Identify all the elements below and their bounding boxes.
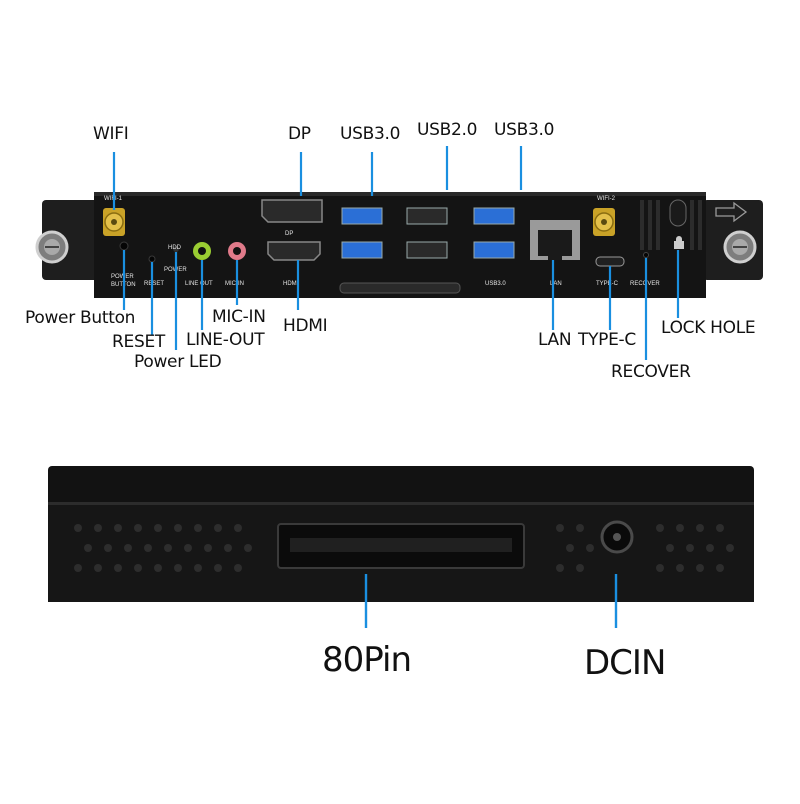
hdmi-port	[267, 241, 321, 261]
silk-line-out: LINE OUT	[185, 281, 213, 287]
callout-power-led: Power LED	[134, 352, 222, 372]
silk-reset: RESET	[144, 281, 164, 287]
reset-hole-icon	[148, 255, 156, 263]
callout-hdmi: HDMI	[283, 316, 328, 336]
silk-usb30: USB3.0	[485, 281, 506, 287]
callout-power-button: Power Button	[25, 308, 136, 328]
top-io-panel: WIFI-1 WIFI-2 HDD POWER POWER BUTTON RES…	[35, 146, 763, 360]
callout-mic-in: MIC-IN	[212, 307, 266, 327]
callout-usb30-left: USB3.0	[340, 124, 401, 144]
right-vent-grid	[556, 524, 734, 572]
callout-lan: LAN	[538, 330, 572, 350]
dp-port	[261, 199, 323, 223]
callout-wifi: WIFI	[93, 124, 129, 144]
usb3-left-top	[341, 207, 383, 225]
wifi-1-connector	[103, 208, 125, 236]
callout-type-c: TYPE-C	[578, 330, 636, 350]
usb3-left-bottom	[341, 241, 383, 259]
usb2-top	[406, 207, 448, 225]
callout-lock-hole: LOCK HOLE	[661, 318, 756, 338]
callout-dcin: DCIN	[584, 643, 666, 683]
lock-slot	[669, 199, 687, 227]
silk-mic-in: MIC-IN	[225, 281, 244, 287]
callout-line-out: LINE-OUT	[186, 330, 265, 350]
callout-80pin: 80Pin	[322, 640, 412, 680]
silk-hdd: HDD	[168, 245, 182, 251]
silk-dp: DP	[285, 231, 293, 237]
callout-usb20: USB2.0	[417, 120, 478, 140]
silk-type-c: TYPE-C	[596, 281, 619, 287]
callout-reset: RESET	[112, 332, 165, 352]
usb3-right-bottom	[473, 241, 515, 259]
callout-dp: DP	[288, 124, 311, 144]
recover-hole-icon	[643, 252, 649, 258]
bottom-panel	[48, 466, 754, 628]
usb2-bottom	[406, 241, 448, 259]
arrow-icon	[715, 201, 748, 223]
silk-lan: LAN	[550, 281, 562, 287]
callout-recover: RECOVER	[611, 362, 691, 382]
callout-lines	[112, 146, 680, 360]
callout-usb30-right: USB3.0	[494, 120, 555, 140]
left-vent-grid	[74, 524, 252, 572]
power-button-icon	[119, 241, 129, 251]
type-c-port	[595, 256, 625, 267]
silk-wifi2: WIFI-2	[597, 196, 616, 202]
bottom-callout-lines	[364, 574, 618, 628]
silk-hdmi: HDMI	[283, 281, 299, 287]
power-led-icon	[173, 246, 179, 252]
usb3-right-top	[473, 207, 515, 225]
bottom-chassis-top	[48, 466, 754, 506]
silk-power-button-1: POWER	[111, 274, 134, 280]
wifi-2-connector	[593, 208, 615, 236]
lock-icon	[674, 236, 684, 249]
